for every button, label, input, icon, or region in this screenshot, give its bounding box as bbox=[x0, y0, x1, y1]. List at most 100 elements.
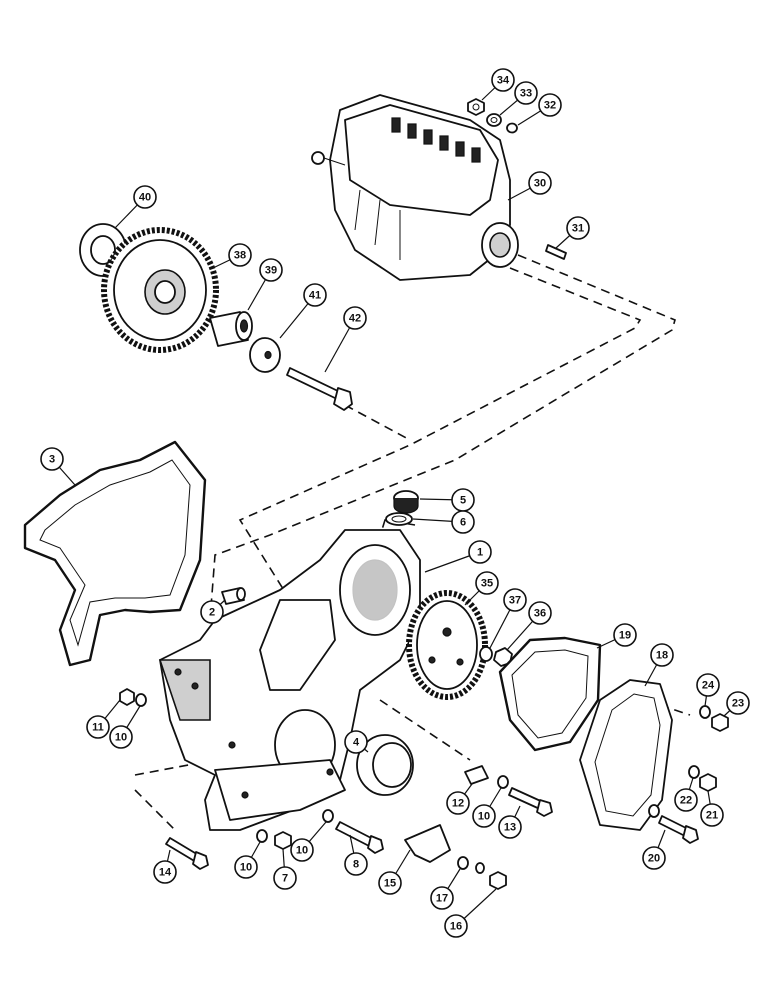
callout-circle bbox=[538, 93, 562, 117]
washer-10a bbox=[135, 693, 147, 707]
callout-circle bbox=[344, 730, 368, 754]
callout-42: 42 bbox=[343, 306, 367, 330]
bolt-16 bbox=[489, 871, 507, 890]
washer-16b bbox=[475, 862, 485, 874]
callout-21: 21 bbox=[700, 803, 724, 827]
washer-32 bbox=[506, 122, 518, 134]
oil-seal-4 bbox=[356, 734, 414, 796]
callout-13: 13 bbox=[498, 815, 522, 839]
callout-label: 22 bbox=[680, 795, 692, 807]
callout-label: 13 bbox=[504, 822, 516, 834]
bolt-21 bbox=[699, 773, 717, 792]
callout-22: 22 bbox=[674, 788, 698, 812]
callout-label: 8 bbox=[353, 859, 359, 871]
callout-4: 4 bbox=[344, 730, 368, 754]
gasket-3 bbox=[23, 440, 207, 667]
washer-41 bbox=[249, 337, 281, 373]
callout-1: 1 bbox=[468, 540, 492, 564]
callout-38: 38 bbox=[228, 243, 252, 267]
callout-circle bbox=[528, 171, 552, 195]
callout-5: 5 bbox=[451, 488, 475, 512]
callout-label: 18 bbox=[656, 650, 668, 662]
callout-label: 10 bbox=[240, 862, 252, 874]
callout-circle bbox=[133, 185, 157, 209]
callout-label: 24 bbox=[702, 680, 715, 692]
callout-30: 30 bbox=[528, 171, 552, 195]
idler-gear-38 bbox=[101, 227, 219, 353]
callout-label: 37 bbox=[509, 595, 521, 607]
callout-circle bbox=[234, 855, 258, 879]
callout-circle bbox=[444, 914, 468, 938]
callout-circle bbox=[498, 815, 522, 839]
callout-circle bbox=[153, 860, 177, 884]
callout-10: 10 bbox=[234, 855, 258, 879]
callout-label: 4 bbox=[353, 737, 360, 749]
callout-18: 18 bbox=[650, 643, 674, 667]
callout-circle bbox=[696, 673, 720, 697]
callout-15: 15 bbox=[378, 871, 402, 895]
callout-35: 35 bbox=[475, 571, 499, 595]
washer-24 bbox=[699, 705, 711, 719]
callout-circle bbox=[472, 804, 496, 828]
callout-label: 21 bbox=[706, 810, 718, 822]
callout-circle bbox=[451, 510, 475, 534]
pump-drive-gear-35 bbox=[406, 590, 488, 700]
callout-39: 39 bbox=[259, 258, 283, 282]
callout-circle bbox=[475, 571, 499, 595]
callout-circle bbox=[200, 600, 224, 624]
callout-label: 35 bbox=[481, 578, 493, 590]
callout-label: 30 bbox=[534, 178, 546, 190]
callout-label: 20 bbox=[648, 853, 660, 865]
callout-circle bbox=[109, 725, 133, 749]
callout-circle bbox=[514, 81, 538, 105]
washer-6 bbox=[385, 512, 413, 526]
washer-33 bbox=[486, 113, 502, 127]
washer-10c bbox=[256, 829, 268, 843]
callout-circle bbox=[86, 715, 110, 739]
callout-circle bbox=[446, 791, 470, 815]
bolt-23 bbox=[711, 713, 729, 732]
callout-6: 6 bbox=[451, 510, 475, 534]
callout-circle bbox=[344, 852, 368, 876]
cover-gasket-19 bbox=[498, 636, 602, 752]
callout-circle bbox=[528, 601, 552, 625]
callout-label: 31 bbox=[572, 223, 584, 235]
callout-41: 41 bbox=[303, 283, 327, 307]
callout-label: 39 bbox=[265, 265, 277, 277]
washer-37 bbox=[479, 646, 493, 662]
callout-34: 34 bbox=[491, 68, 515, 92]
cover-plate-18 bbox=[579, 679, 673, 831]
bolt-13 bbox=[508, 787, 553, 817]
callout-14: 14 bbox=[153, 860, 177, 884]
callout-circle bbox=[503, 588, 527, 612]
callout-19: 19 bbox=[613, 623, 637, 647]
washer-22 bbox=[688, 765, 700, 779]
bolt-7 bbox=[274, 831, 292, 850]
bolt-14 bbox=[165, 837, 209, 870]
bolt-20 bbox=[658, 815, 699, 844]
callout-label: 10 bbox=[115, 732, 127, 744]
callout-17: 17 bbox=[430, 886, 454, 910]
callout-circle bbox=[378, 871, 402, 895]
dowel-12 bbox=[464, 765, 489, 785]
plug-5 bbox=[393, 490, 419, 514]
callout-37: 37 bbox=[503, 588, 527, 612]
nut-34 bbox=[467, 98, 485, 116]
callout-11: 11 bbox=[86, 715, 110, 739]
callout-10: 10 bbox=[472, 804, 496, 828]
callout-label: 19 bbox=[619, 630, 631, 642]
callout-label: 16 bbox=[450, 921, 462, 933]
callout-group: 3433323031403839414235612353736191824231… bbox=[40, 68, 750, 938]
callout-33: 33 bbox=[514, 81, 538, 105]
callout-label: 34 bbox=[497, 75, 510, 87]
washer-17 bbox=[457, 856, 469, 870]
callout-36: 36 bbox=[528, 601, 552, 625]
callout-label: 10 bbox=[478, 811, 490, 823]
callout-24: 24 bbox=[696, 673, 720, 697]
callout-label: 6 bbox=[460, 517, 466, 529]
callout-label: 5 bbox=[460, 495, 466, 507]
dowel-pin-2 bbox=[221, 587, 246, 605]
callout-circle bbox=[290, 838, 314, 862]
callout-label: 3 bbox=[49, 454, 55, 466]
bracket-15 bbox=[404, 824, 451, 863]
